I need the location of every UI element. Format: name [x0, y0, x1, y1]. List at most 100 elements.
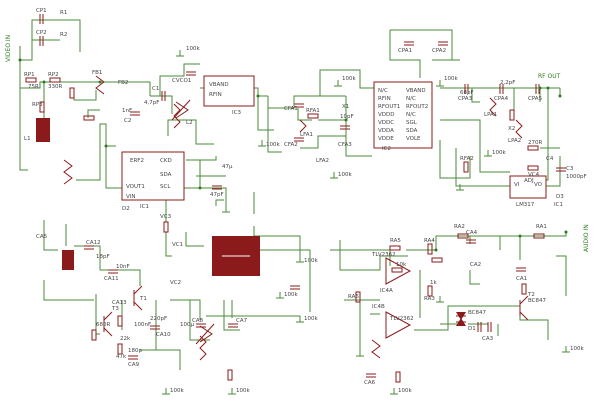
svg-text:47µ: 47µ [222, 164, 233, 170]
capacitor-ca12 [108, 269, 118, 274]
modulator-chip [373, 81, 433, 149]
svg-text:18pF: 18pF [96, 254, 110, 260]
resistor-ra4 [427, 243, 433, 255]
svg-text:D3: D3 [556, 194, 564, 200]
reg-pin-vo: VO [534, 182, 543, 188]
svg-text:CA13: CA13 [112, 300, 127, 306]
gnd-8 [222, 206, 230, 213]
passive-components [25, 14, 566, 383]
svg-text:VC1: VC1 [172, 242, 183, 248]
resistor-ra-gnd [395, 371, 401, 383]
svg-text:100k: 100k [444, 76, 458, 82]
svg-text:47pF: 47pF [210, 192, 224, 198]
svg-text:100k: 100k [570, 346, 584, 352]
resistor-rp3 [39, 101, 45, 113]
capacitor-ca1 [516, 267, 526, 272]
capacitor-cpa3 [464, 84, 469, 94]
svg-text:VDDE: VDDE [378, 136, 394, 142]
ground-symbols [162, 50, 570, 395]
svg-text:CA11: CA11 [104, 276, 119, 282]
svg-text:CA8: CA8 [192, 318, 204, 324]
transistor-t2 [133, 285, 143, 311]
ic2-pin-sda: SDA [160, 172, 172, 178]
gnd-7 [456, 184, 464, 191]
opamp-ic4b-ref: IC4B [372, 304, 385, 310]
ic2-chip [121, 151, 185, 201]
resistor-ra2 [457, 233, 469, 239]
svg-text:R2: R2 [60, 32, 67, 38]
gnd-2 [334, 80, 342, 87]
video-in-label: VIDEO IN [5, 35, 12, 62]
svg-text:220pF: 220pF [150, 316, 167, 322]
resistor-270r [527, 165, 539, 171]
svg-text:VC4: VC4 [528, 172, 540, 178]
svg-text:CA4: CA4 [466, 230, 478, 236]
svg-text:100k: 100k [186, 46, 200, 52]
gnd-6 [484, 150, 492, 157]
svg-text:RA3: RA3 [424, 296, 435, 302]
capacitor-c1 [161, 91, 166, 101]
inductor-fb1 [95, 75, 105, 95]
svg-text:75R: 75R [28, 84, 39, 90]
svg-text:RP3: RP3 [32, 102, 43, 108]
svg-text:CFA1: CFA1 [284, 106, 298, 112]
resistor-ra-bot [117, 343, 123, 355]
svg-text:100nF: 100nF [134, 322, 151, 328]
gnd-13 [356, 350, 364, 357]
svg-text:C2: C2 [124, 118, 131, 124]
reg-name: LM317 [516, 202, 535, 208]
ic2-pin-ckd: CKD [160, 158, 172, 164]
reg-ref: IC1 [554, 202, 563, 208]
resistor-r2 [83, 115, 95, 121]
inductor-ca [199, 335, 207, 361]
resistor-rfa2 [463, 161, 469, 173]
svg-text:100k: 100k [266, 142, 280, 148]
svg-text:C3: C3 [566, 166, 574, 172]
capacitor-ca10 [128, 355, 138, 360]
svg-text:VC2: VC2 [170, 280, 181, 286]
svg-text:SGL: SGL [406, 120, 418, 126]
svg-text:CPA4: CPA4 [494, 96, 509, 102]
ic2-pin-vin: VIN [126, 194, 136, 200]
opamp-ic4b [385, 311, 412, 339]
svg-text:100k: 100k [398, 388, 412, 394]
capacitor-cp2 [39, 36, 44, 46]
svg-text:L2: L2 [186, 120, 193, 126]
diode-d2 [456, 315, 466, 326]
svg-text:LFA1: LFA1 [300, 132, 313, 138]
svg-text:RA2: RA2 [454, 224, 465, 230]
svg-text:CA12: CA12 [86, 240, 101, 246]
component-labels: CP1 CP2 R1 R2 RP1 RP2 RP3 FB1 FB2 L1 L2 … [24, 8, 587, 386]
capacitor-cvco1 [186, 71, 196, 76]
ic2-pin-scl: SCL [160, 184, 171, 190]
svg-text:RP1: RP1 [24, 72, 35, 78]
capacitor-cpa2 [438, 41, 448, 46]
ic2-name: ERF2 [130, 158, 144, 164]
svg-text:CPA3: CPA3 [458, 96, 473, 102]
capacitor-ca11 [150, 325, 160, 330]
svg-text:VBAND: VBAND [406, 88, 426, 94]
capacitor-ca3 [487, 322, 492, 332]
svg-text:D2: D2 [122, 206, 130, 212]
resistor-ra-ic4b [355, 291, 361, 303]
svg-text:100k: 100k [492, 150, 506, 156]
svg-text:CA9: CA9 [128, 362, 140, 368]
svg-text:BC847: BC847 [468, 310, 487, 316]
svg-text:4,7pF: 4,7pF [144, 100, 159, 106]
resistor-680r [527, 145, 539, 151]
svg-text:X2: X2 [508, 126, 515, 132]
rf-out-label: RF OUT [538, 73, 561, 80]
svg-text:100k: 100k [236, 388, 250, 394]
svg-text:C4: C4 [546, 156, 554, 162]
svg-text:1k: 1k [430, 280, 437, 286]
gnd-10 [276, 292, 284, 299]
gnd-5 [330, 172, 338, 179]
svg-text:IC1: IC1 [140, 204, 149, 210]
svg-text:SDA: SDA [406, 128, 418, 134]
top-module-pin1: VBAND [209, 82, 229, 88]
svg-text:VDDD: VDDD [378, 112, 394, 118]
svg-text:CFA3: CFA3 [338, 142, 352, 148]
svg-text:FB1: FB1 [92, 70, 102, 76]
svg-text:RFA1: RFA1 [306, 108, 320, 114]
